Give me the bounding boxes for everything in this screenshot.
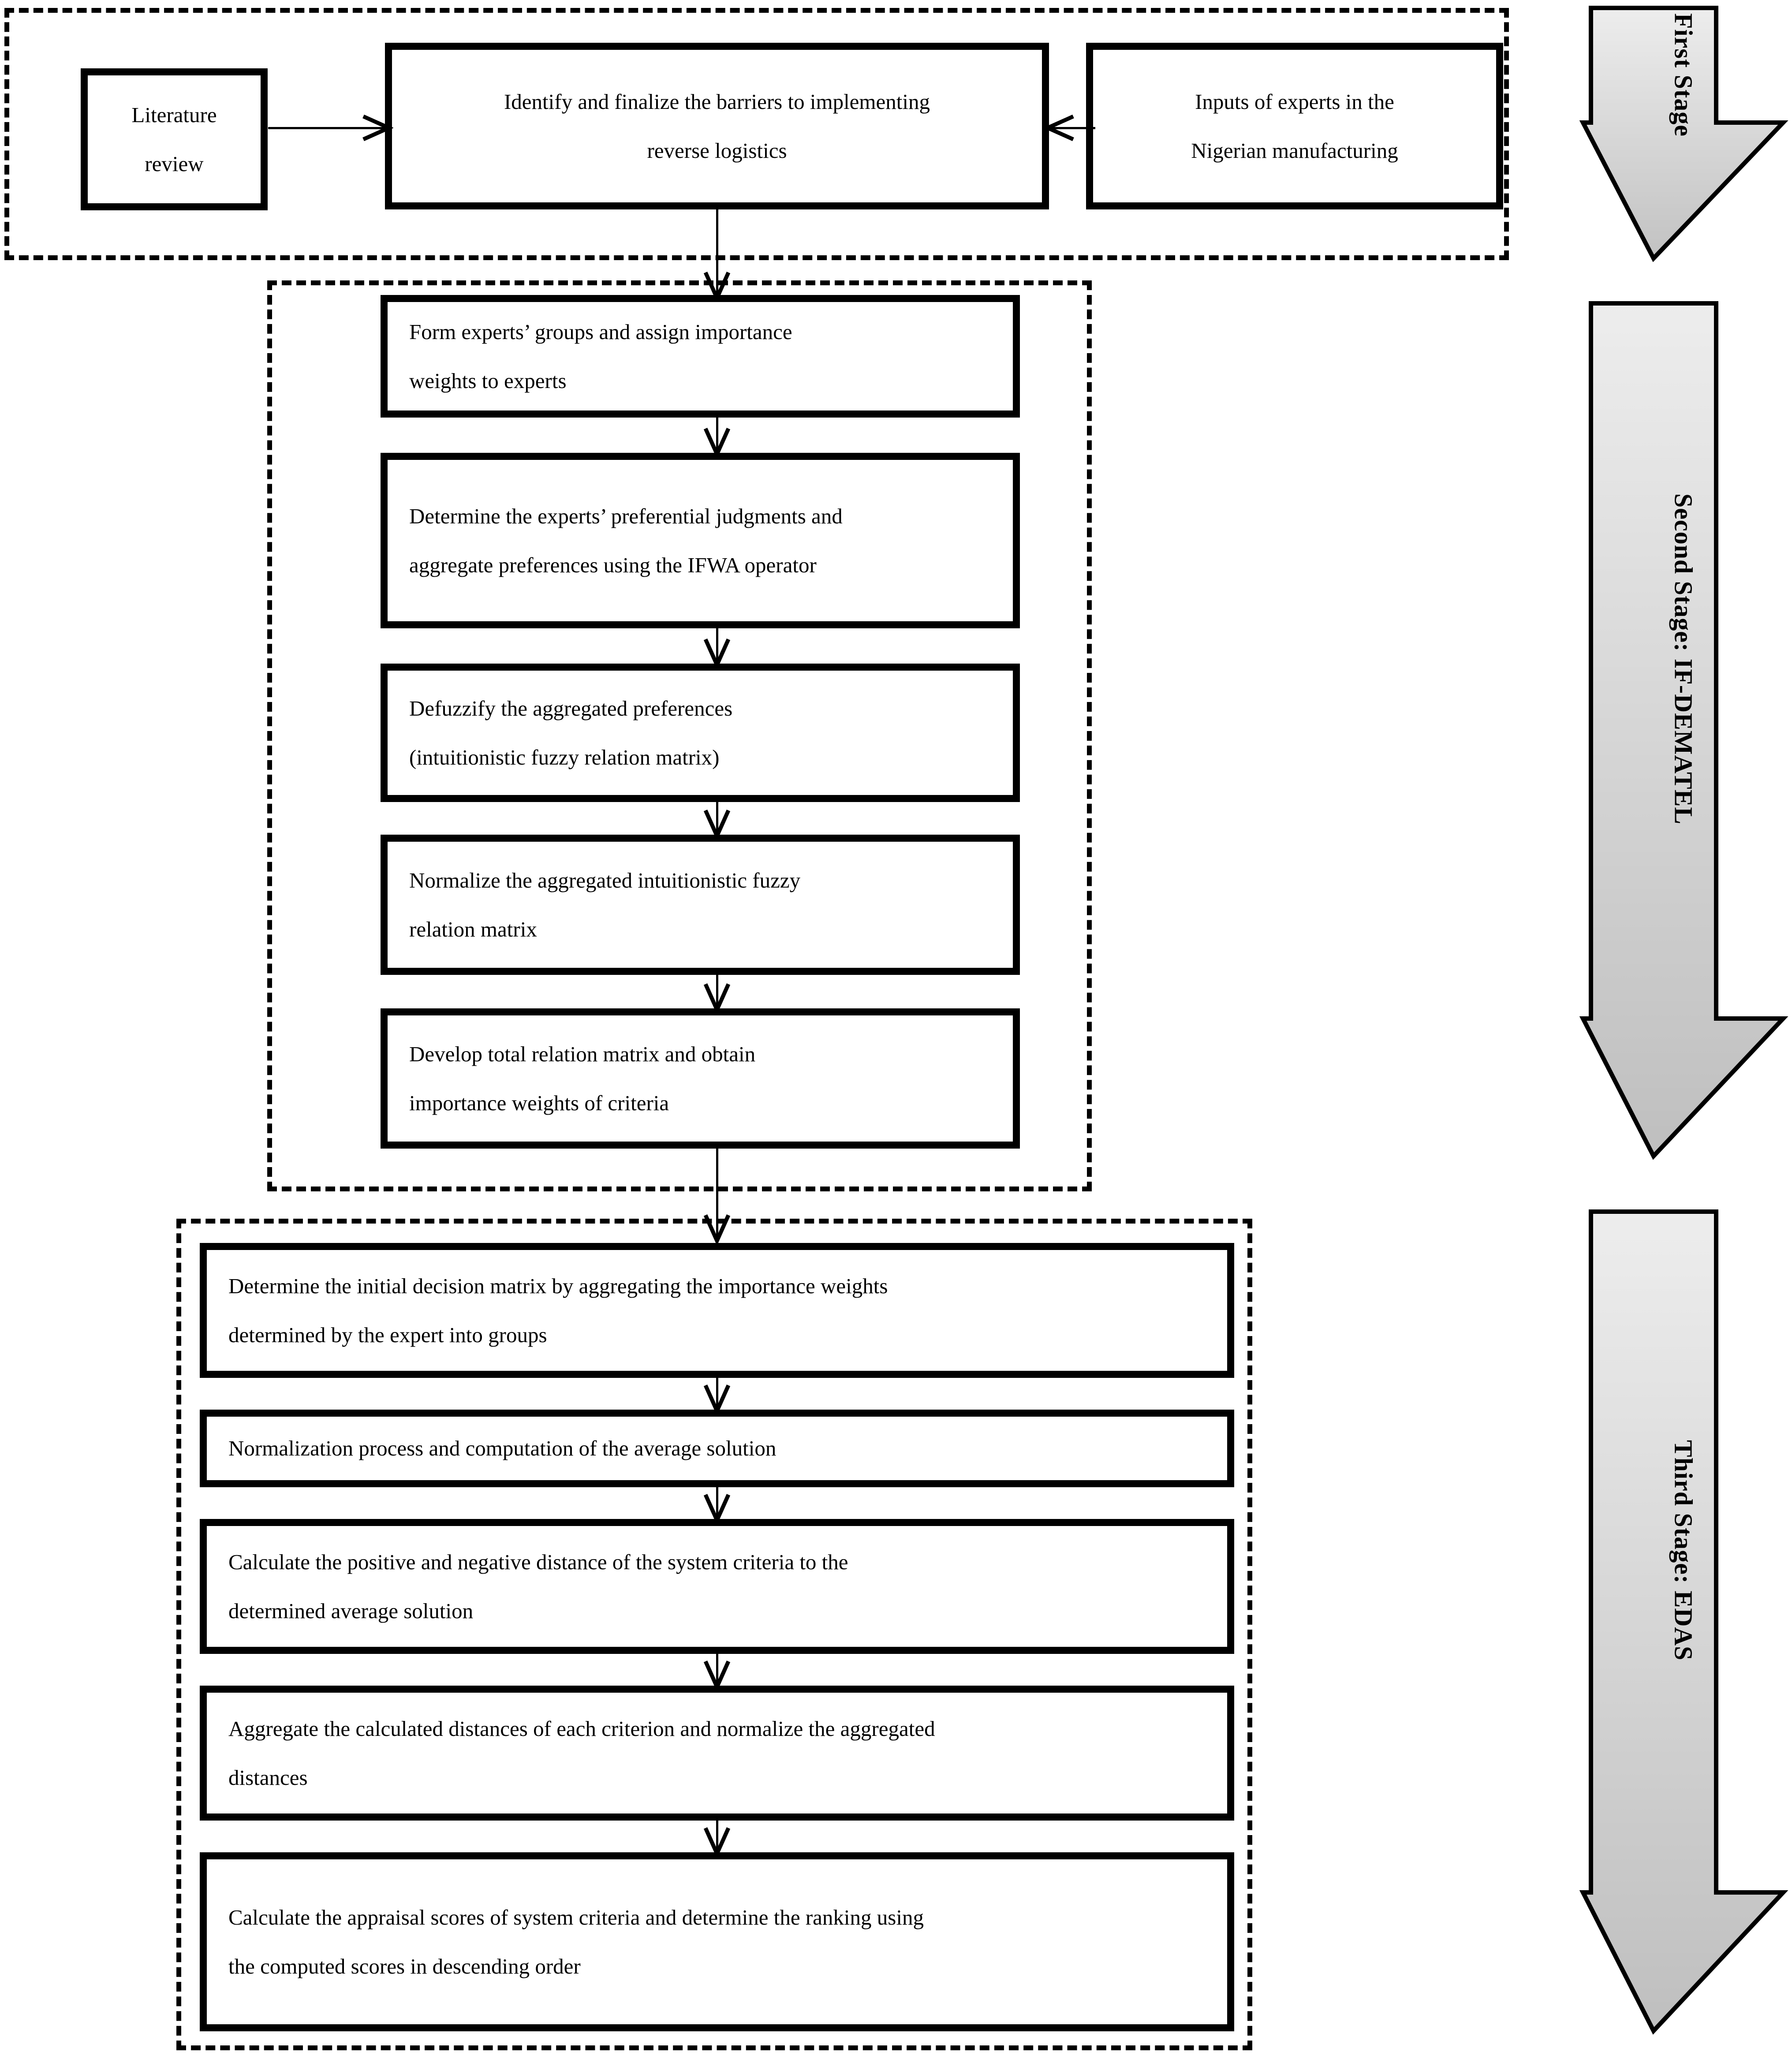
arrowhead-down bbox=[704, 1659, 730, 1691]
connector-stage2-to-stage3 bbox=[716, 1143, 718, 1244]
node-line: the computed scores in descending order bbox=[228, 1954, 581, 1978]
arrowhead-down bbox=[704, 981, 730, 1014]
arrowhead-down bbox=[704, 1825, 730, 1858]
connector-s2-1 bbox=[716, 412, 718, 458]
node-line: Literature bbox=[131, 102, 217, 127]
connector-identify-to-form-groups bbox=[716, 207, 718, 302]
node-aggregate-distances: Aggregate the calculated distances of ea… bbox=[200, 1686, 1234, 1821]
node-line: Identify and finalize the barriers to im… bbox=[504, 89, 930, 114]
node-expert-inputs: Inputs of experts in the Nigerian manufa… bbox=[1086, 43, 1503, 209]
connector-literature-to-identify bbox=[268, 127, 386, 129]
arrowhead-down bbox=[704, 637, 730, 669]
node-line: determined average solution bbox=[228, 1599, 474, 1623]
node-appraisal-scores: Calculate the appraisal scores of system… bbox=[200, 1852, 1234, 2031]
node-line: determined by the expert into groups bbox=[228, 1323, 547, 1347]
stage-group-second bbox=[267, 280, 1092, 1191]
node-line: relation matrix bbox=[409, 917, 537, 941]
arrowhead-down bbox=[704, 426, 730, 459]
stage-arrow-label: Second Stage: IF-DEMATEL bbox=[1669, 493, 1698, 825]
node-line: Inputs of experts in the bbox=[1195, 89, 1394, 114]
node-line: Aggregate the calculated distances of ea… bbox=[228, 1716, 935, 1741]
node-line: Determine the experts’ preferential judg… bbox=[409, 504, 843, 528]
node-form-expert-groups: Form experts’ groups and assign importan… bbox=[381, 295, 1020, 418]
node-line: Form experts’ groups and assign importan… bbox=[409, 319, 792, 344]
node-normalize-matrix: Normalize the aggregated intuitionistic … bbox=[381, 835, 1020, 975]
stage-arrow-label: Third Stage: EDAS bbox=[1669, 1440, 1698, 1661]
node-determine-preferences: Determine the experts’ preferential judg… bbox=[381, 453, 1020, 628]
connector-s3-2 bbox=[716, 1481, 718, 1524]
node-line: Normalization process and computation of… bbox=[228, 1436, 777, 1461]
node-normalization-average: Normalization process and computation of… bbox=[200, 1410, 1234, 1487]
node-line: aggregate preferences using the IFWA ope… bbox=[409, 553, 817, 577]
stage-arrow-second: Second Stage: IF-DEMATEL bbox=[1577, 300, 1790, 1164]
stage-group-first bbox=[4, 8, 1509, 260]
stage-arrow-first: First Stage bbox=[1577, 4, 1790, 269]
node-literature-review: Literature review bbox=[81, 68, 268, 210]
node-defuzzify-preferences: Defuzzify the aggregated preferences (in… bbox=[381, 664, 1020, 802]
connector-experts-to-identify bbox=[1049, 127, 1095, 129]
stage-arrow-third: Third Stage: EDAS bbox=[1577, 1208, 1790, 2037]
connector-s3-1 bbox=[716, 1372, 718, 1414]
node-line: Normalize the aggregated intuitionistic … bbox=[409, 868, 801, 892]
node-line: weights to experts bbox=[409, 369, 567, 393]
node-line: Determine the initial decision matrix by… bbox=[228, 1273, 888, 1298]
node-line: distances bbox=[228, 1765, 308, 1790]
connector-s2-3 bbox=[716, 796, 718, 840]
arrowhead-down bbox=[704, 808, 730, 840]
node-line: Calculate the appraisal scores of system… bbox=[228, 1905, 924, 1929]
stage-arrow-label: First Stage bbox=[1669, 13, 1698, 137]
connector-s3-4 bbox=[716, 1815, 718, 1857]
node-line: Nigerian manufacturing bbox=[1191, 138, 1398, 163]
arrowhead-left bbox=[1042, 114, 1076, 142]
connector-s2-4 bbox=[716, 969, 718, 1013]
node-line: review bbox=[145, 152, 204, 176]
node-line: Calculate the positive and negative dist… bbox=[228, 1549, 848, 1574]
node-line: Defuzzify the aggregated preferences bbox=[409, 696, 733, 720]
node-initial-decision-matrix: Determine the initial decision matrix by… bbox=[200, 1243, 1234, 1378]
node-identify-barriers: Identify and finalize the barriers to im… bbox=[385, 43, 1049, 209]
connector-s2-2 bbox=[716, 623, 718, 668]
node-line: Develop total relation matrix and obtain bbox=[409, 1041, 756, 1066]
connector-s3-3 bbox=[716, 1648, 718, 1690]
node-positive-negative-distance: Calculate the positive and negative dist… bbox=[200, 1519, 1234, 1654]
arrowhead-down bbox=[704, 1492, 730, 1525]
arrowhead-down bbox=[704, 1213, 730, 1245]
arrowhead-down bbox=[704, 1383, 730, 1415]
node-line: importance weights of criteria bbox=[409, 1091, 669, 1115]
node-total-relation-matrix: Develop total relation matrix and obtain… bbox=[381, 1008, 1020, 1149]
node-line: (intuitionistic fuzzy relation matrix) bbox=[409, 745, 720, 769]
stage-group-third bbox=[176, 1219, 1252, 2050]
node-line: reverse logistics bbox=[647, 138, 787, 163]
arrowhead-right bbox=[361, 114, 394, 142]
